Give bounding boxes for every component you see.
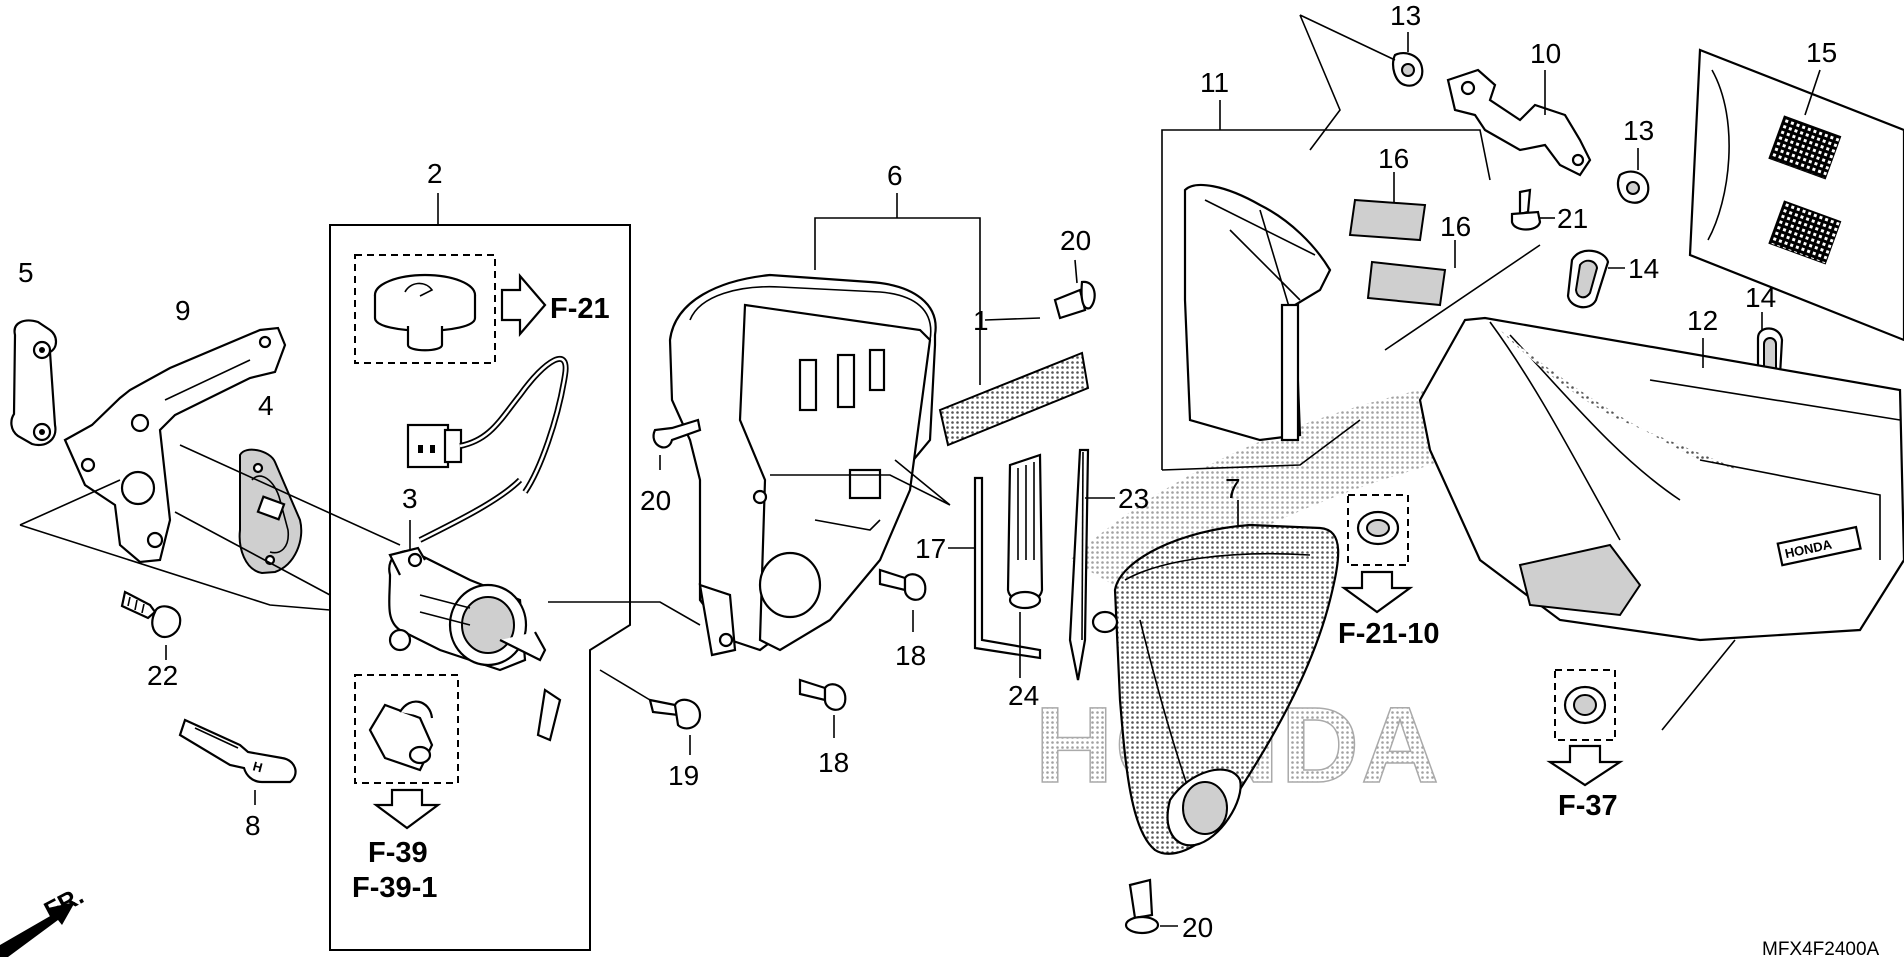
part-22-bolt	[120, 590, 182, 660]
f37-arrow	[1546, 744, 1624, 787]
ref-f21: F-21	[550, 293, 610, 325]
inset-grommet-1	[1356, 510, 1400, 546]
part-12-side-cover: HONDA	[1418, 316, 1904, 731]
inset-grommet-f21-10	[1347, 494, 1409, 566]
part-14-grommet-upper	[1384, 244, 1625, 351]
part-18-screw-lower	[798, 678, 847, 738]
callout-9: 9	[175, 295, 191, 326]
ref-f39: F-39	[368, 837, 428, 869]
callout-11: 11	[1200, 67, 1229, 98]
part-18-screw-upper	[878, 568, 927, 632]
callout-19: 19	[668, 760, 699, 791]
ref-f39-1: F-39-1	[352, 872, 437, 904]
callout-2: 2	[427, 158, 443, 189]
diagram-code: MFX4F2400A	[1762, 939, 1880, 957]
part-23-screwdriver	[1068, 448, 1115, 681]
part-20-clip-top	[1053, 259, 1096, 320]
key-lock-part	[368, 700, 434, 772]
callout-7: 7	[1225, 473, 1241, 504]
callout-13-upper: 13	[1390, 0, 1421, 31]
part-24-handle	[1006, 453, 1044, 678]
callout-8: 8	[245, 810, 261, 841]
inset-switch-cover	[354, 254, 496, 364]
callout-20-left: 20	[640, 485, 671, 516]
callout-18-upper: 18	[895, 640, 926, 671]
part-15-sheet	[1688, 48, 1904, 342]
part-10-bracket	[1446, 68, 1592, 177]
part-13-grommet-upper	[1299, 14, 1424, 151]
callout-20-bottom: 20	[1182, 912, 1213, 943]
front-direction-arrow	[0, 902, 75, 957]
callout-23: 23	[1118, 483, 1149, 514]
callout-16-upper: 16	[1378, 143, 1409, 174]
part-9-bracket	[63, 326, 287, 564]
part-13-grommet-lower	[1616, 148, 1650, 204]
part-21-bolt	[1510, 188, 1555, 231]
part-1-foam-strip	[938, 317, 1090, 447]
callout-20-top: 20	[1060, 225, 1091, 256]
inset-grommet-f37	[1554, 669, 1616, 741]
callout-13-lower: 13	[1623, 115, 1654, 146]
part-6-case	[668, 273, 951, 657]
part-8-key: H	[178, 718, 297, 805]
callout-10: 10	[1530, 38, 1561, 69]
ref-f37: F-37	[1558, 790, 1618, 822]
callout-22: 22	[147, 660, 178, 691]
callout-5: 5	[18, 257, 34, 288]
part-20-clip-bottom	[1124, 878, 1178, 935]
callout-16-lower: 16	[1440, 211, 1471, 242]
callout-6: 6	[887, 160, 903, 191]
ref-f21-10: F-21-10	[1338, 618, 1440, 650]
part-17-hex-wrench	[948, 476, 1042, 660]
svg-text:H: H	[251, 758, 264, 775]
callout-21: 21	[1557, 203, 1588, 234]
part-11-inner-panel	[1183, 183, 1332, 442]
callout-15: 15	[1806, 37, 1837, 68]
part-20-clip-left	[652, 418, 702, 470]
part-3-ignition-switch	[388, 520, 562, 742]
part-16-pad-lower	[1366, 240, 1456, 307]
wire-harness	[406, 355, 569, 543]
part-4-gasket	[238, 448, 303, 575]
f21-10-arrow	[1340, 570, 1414, 614]
callout-3: 3	[402, 483, 418, 514]
part-7-side-cover	[1091, 500, 1340, 855]
callout-14-lower: 14	[1745, 282, 1776, 313]
part-16-pad-upper	[1348, 172, 1427, 242]
part-2-assembly-frame	[329, 224, 631, 951]
switch-cover	[373, 273, 477, 352]
f21-arrow	[500, 273, 547, 337]
callout-12: 12	[1687, 305, 1718, 336]
inset-key-lock	[354, 674, 459, 784]
inset-grommet-2	[1563, 685, 1607, 725]
callout-18-lower: 18	[818, 747, 849, 778]
callout-4: 4	[258, 390, 274, 421]
callout-14-upper: 14	[1628, 253, 1659, 284]
callout-1: 1	[973, 305, 989, 336]
callout-24: 24	[1008, 680, 1039, 711]
part-19-bolt	[599, 669, 702, 755]
part-5-plate	[10, 319, 58, 447]
f39-arrow	[372, 788, 442, 830]
callout-17: 17	[915, 533, 946, 564]
